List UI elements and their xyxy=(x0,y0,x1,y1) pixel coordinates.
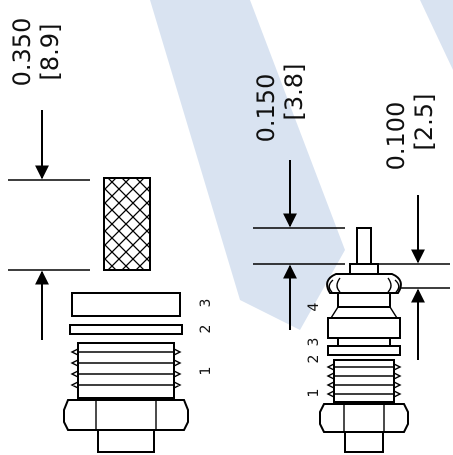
right-callout-4: 4 xyxy=(306,302,322,311)
right-dim-b-inch: 0.100 xyxy=(382,102,410,171)
flange-3 xyxy=(71,292,181,317)
right-dim-a-mm: [3.8] xyxy=(280,64,308,121)
left-callout-3: 3 xyxy=(198,299,214,308)
thread-left xyxy=(70,348,79,389)
right-callout-3: 3 xyxy=(306,338,322,347)
spring-contact xyxy=(326,273,402,294)
right-dim-a-inch: 0.150 xyxy=(252,74,280,143)
watermark-shape-2 xyxy=(420,0,453,70)
ring-2 xyxy=(327,345,401,356)
spring-fingers xyxy=(328,277,400,293)
center-pin xyxy=(356,227,372,269)
left-dim-mm: [8.9] xyxy=(36,24,64,81)
crimp-ferrule xyxy=(349,263,379,275)
watermark-shape xyxy=(150,0,345,330)
flange-3 xyxy=(327,317,401,339)
right-connector: 1 2 3 4 xyxy=(253,160,450,453)
thread-right xyxy=(173,348,182,389)
right-dim-b-mm: [2.5] xyxy=(410,94,438,151)
left-callout-2: 2 xyxy=(198,325,214,334)
threaded-body xyxy=(77,342,175,399)
bottom-stub xyxy=(97,429,155,453)
right-callout-1: 1 xyxy=(306,389,322,398)
hex-nut xyxy=(319,403,409,433)
left-dim-inch: 0.350 xyxy=(8,18,36,87)
left-connector: 1 2 3 xyxy=(8,110,214,453)
ring-2 xyxy=(69,324,183,335)
braided-cable xyxy=(103,177,151,271)
right-callout-2: 2 xyxy=(306,355,322,364)
bottom-stub xyxy=(344,431,384,453)
body-section-4 xyxy=(337,292,391,308)
hex-nut xyxy=(63,399,189,431)
left-callout-1: 1 xyxy=(198,367,214,376)
